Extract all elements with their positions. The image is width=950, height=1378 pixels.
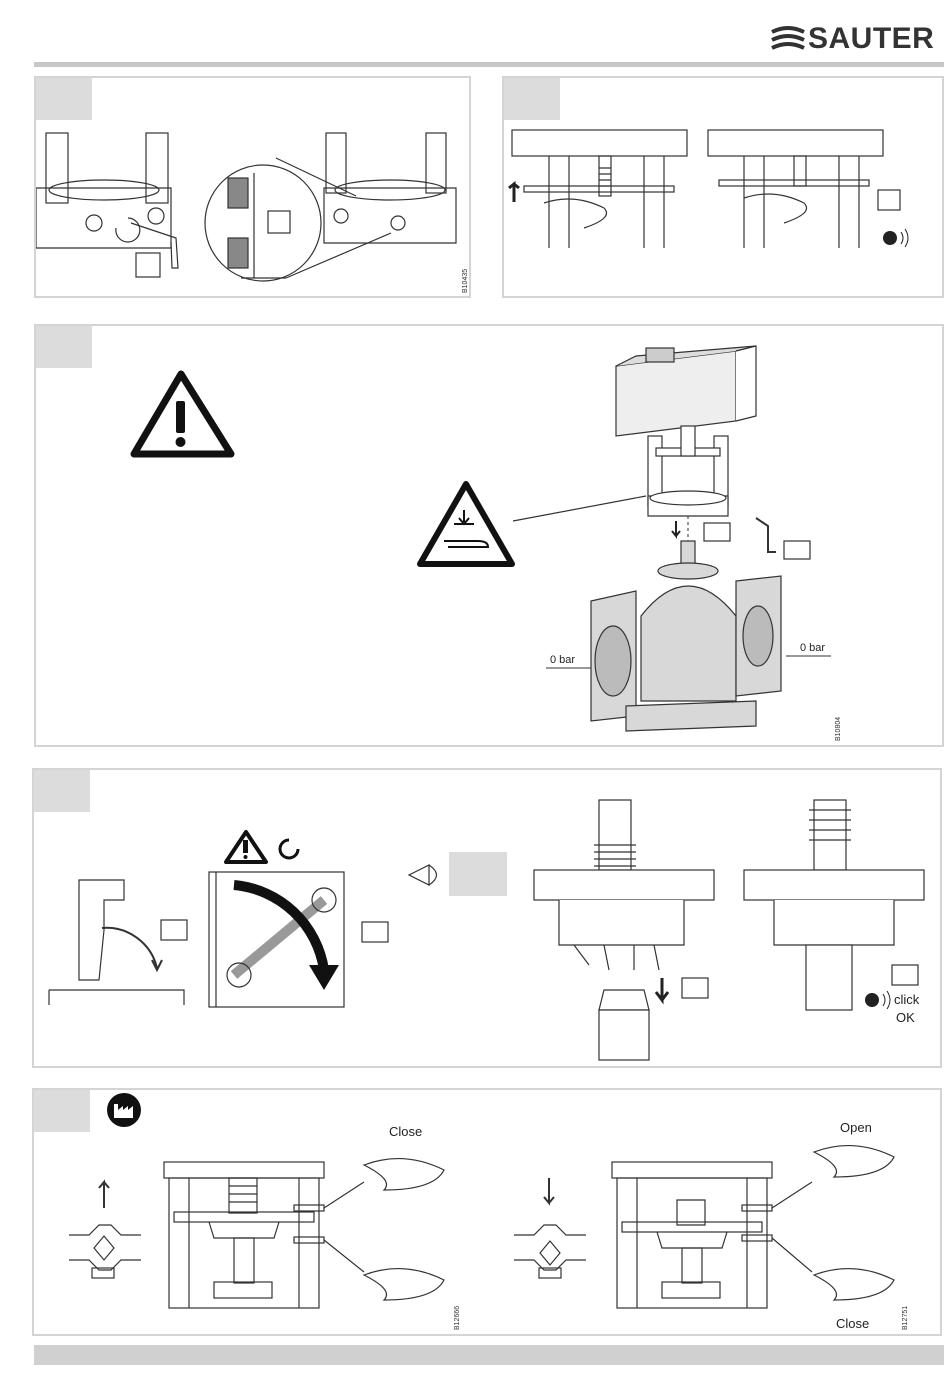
brand-name: SAUTER	[808, 22, 934, 56]
clip-close-label-bottom: Close	[836, 1316, 869, 1331]
factory-icon	[107, 1093, 141, 1127]
drawing-code: B10804	[835, 717, 842, 741]
panel-5-factory-setting: Close B12666 Open Close B12751	[32, 1088, 942, 1336]
clip-close-label-top: Close	[389, 1124, 422, 1139]
alert-sound-icon	[883, 231, 897, 245]
panel-1-adjust-yoke: B10435	[34, 76, 471, 298]
crush-hazard-icon	[420, 484, 512, 564]
rotate-icon	[280, 840, 298, 858]
drawing-code-right: B12751	[902, 1306, 909, 1330]
clip-position-illustration	[34, 1090, 944, 1338]
callout-box	[136, 253, 160, 277]
clip-open-label: Open	[840, 1120, 872, 1135]
panel-3-mount-actuator: 0 bar 0 bar B10804	[34, 324, 944, 747]
footer-bar	[34, 1345, 944, 1365]
warning-icon	[134, 374, 231, 454]
panel-2-lift-spindle	[502, 76, 944, 298]
drawing-code-left: B12666	[454, 1306, 461, 1330]
drawing-code: B10435	[462, 269, 469, 293]
pressure-label-right: 0 bar	[800, 642, 825, 654]
header-rule	[34, 62, 944, 67]
ok-label: OK	[896, 1010, 915, 1025]
alert-sound-icon	[865, 993, 879, 1007]
spindle-lock-illustration	[34, 770, 944, 1070]
pressure-label-left: 0 bar	[550, 654, 575, 666]
eye-icon	[409, 865, 437, 885]
sauter-logo-icon	[768, 22, 808, 56]
spindle-coupling-illustration	[504, 78, 946, 300]
yoke-fixing-illustration	[36, 78, 473, 300]
panel-4-couple-spindle: click OK	[32, 768, 942, 1068]
actuator-mounting-illustration	[36, 326, 946, 749]
click-label: click	[894, 992, 919, 1007]
warning-icon	[226, 832, 266, 862]
